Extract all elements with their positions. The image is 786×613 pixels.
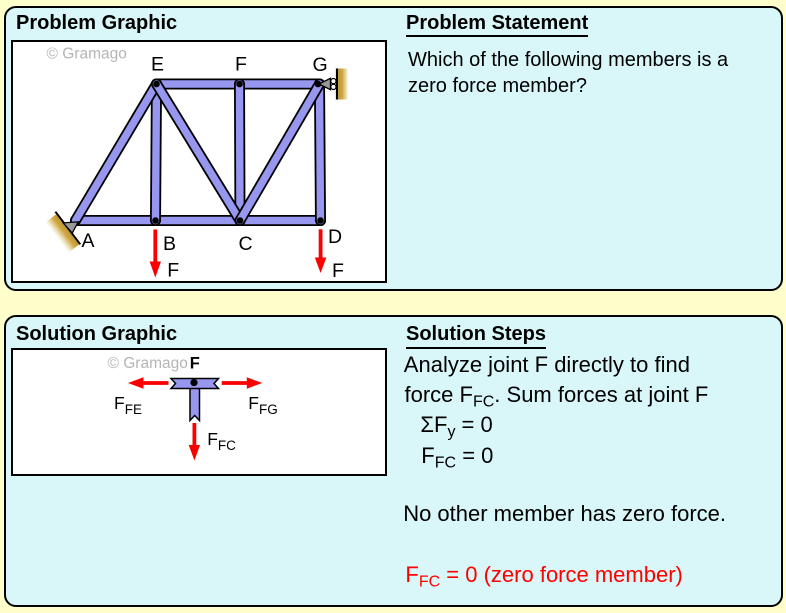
svg-text:A: A bbox=[82, 230, 95, 252]
svg-text:F: F bbox=[235, 53, 247, 75]
svg-text:© Gramago: © Gramago bbox=[108, 355, 188, 372]
svg-text:C: C bbox=[239, 233, 253, 255]
svg-text:FFC: FFC bbox=[207, 429, 236, 453]
svg-text:D: D bbox=[328, 226, 342, 248]
svg-text:© Gramago: © Gramago bbox=[47, 46, 127, 63]
svg-text:F: F bbox=[332, 260, 344, 281]
svg-text:F: F bbox=[190, 355, 200, 373]
svg-text:F: F bbox=[167, 260, 179, 282]
svg-text:FFG: FFG bbox=[248, 393, 277, 417]
svg-text:G: G bbox=[313, 54, 328, 76]
svg-text:E: E bbox=[151, 53, 164, 75]
svg-text:B: B bbox=[163, 233, 176, 255]
svg-text:FFE: FFE bbox=[114, 393, 142, 417]
